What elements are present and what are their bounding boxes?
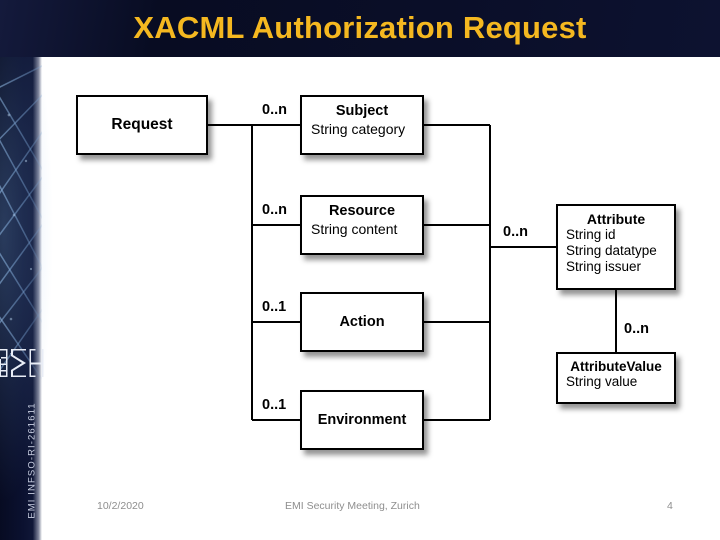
uml-node-resource-attr-0: String content — [311, 221, 398, 237]
uml-node-subject-title: Subject — [335, 103, 389, 119]
footer-event: EMI Security Meeting, Zurich — [285, 500, 420, 512]
footer-page-number: 4 — [667, 500, 673, 512]
uml-node-attribute-value-attr-0: String value — [566, 374, 638, 389]
connector-lines — [208, 124, 617, 421]
slide-header-band — [0, 0, 720, 57]
uml-node-request-title: Request — [111, 116, 173, 133]
uml-node-action[interactable]: Action — [300, 292, 424, 352]
uml-node-subject-attr-0: String category — [311, 121, 406, 137]
cardinality-action: 0..1 — [262, 299, 287, 315]
uml-node-attribute[interactable]: Attribute String id String datatype Stri… — [556, 204, 676, 290]
uml-diagram: Request Subject String category Resource… — [0, 57, 720, 487]
uml-node-request[interactable]: Request — [76, 95, 208, 155]
sidebar-branding-band — [0, 57, 42, 540]
network-mesh-decoration — [0, 65, 42, 380]
cardinality-resource: 0..n — [262, 202, 287, 218]
footer-date: 10/2/2020 — [97, 500, 144, 512]
uml-node-environment-title: Environment — [317, 412, 407, 428]
slide-footer: 10/2/2020 EMI Security Meeting, Zurich 4 — [0, 500, 720, 522]
uml-node-attribute-attr-1: String datatype — [566, 243, 657, 258]
cardinality-environment: 0..1 — [262, 397, 287, 413]
uml-node-resource-title: Resource — [328, 203, 396, 219]
cardinality-attributevalue: 0..n — [624, 321, 649, 337]
uml-node-subject[interactable]: Subject String category — [300, 95, 424, 155]
header-gradient — [0, 0, 720, 57]
uml-node-resource[interactable]: Resource String content — [300, 195, 424, 255]
cardinality-subject: 0..n — [262, 102, 287, 118]
emi-logo-icon — [0, 349, 44, 377]
uml-node-attribute-value[interactable]: AttributeValue String value — [556, 352, 676, 404]
uml-node-attribute-title: Attribute — [586, 211, 646, 227]
page-title: XACML Authorization Request — [133, 10, 587, 45]
uml-node-action-title: Action — [339, 314, 385, 330]
uml-node-environment[interactable]: Environment — [300, 390, 424, 450]
uml-node-attribute-attr-2: String issuer — [566, 259, 642, 274]
uml-node-attribute-attr-0: String id — [566, 227, 616, 242]
uml-node-attribute-value-title: AttributeValue — [570, 359, 662, 374]
cardinality-attribute: 0..n — [503, 224, 528, 240]
